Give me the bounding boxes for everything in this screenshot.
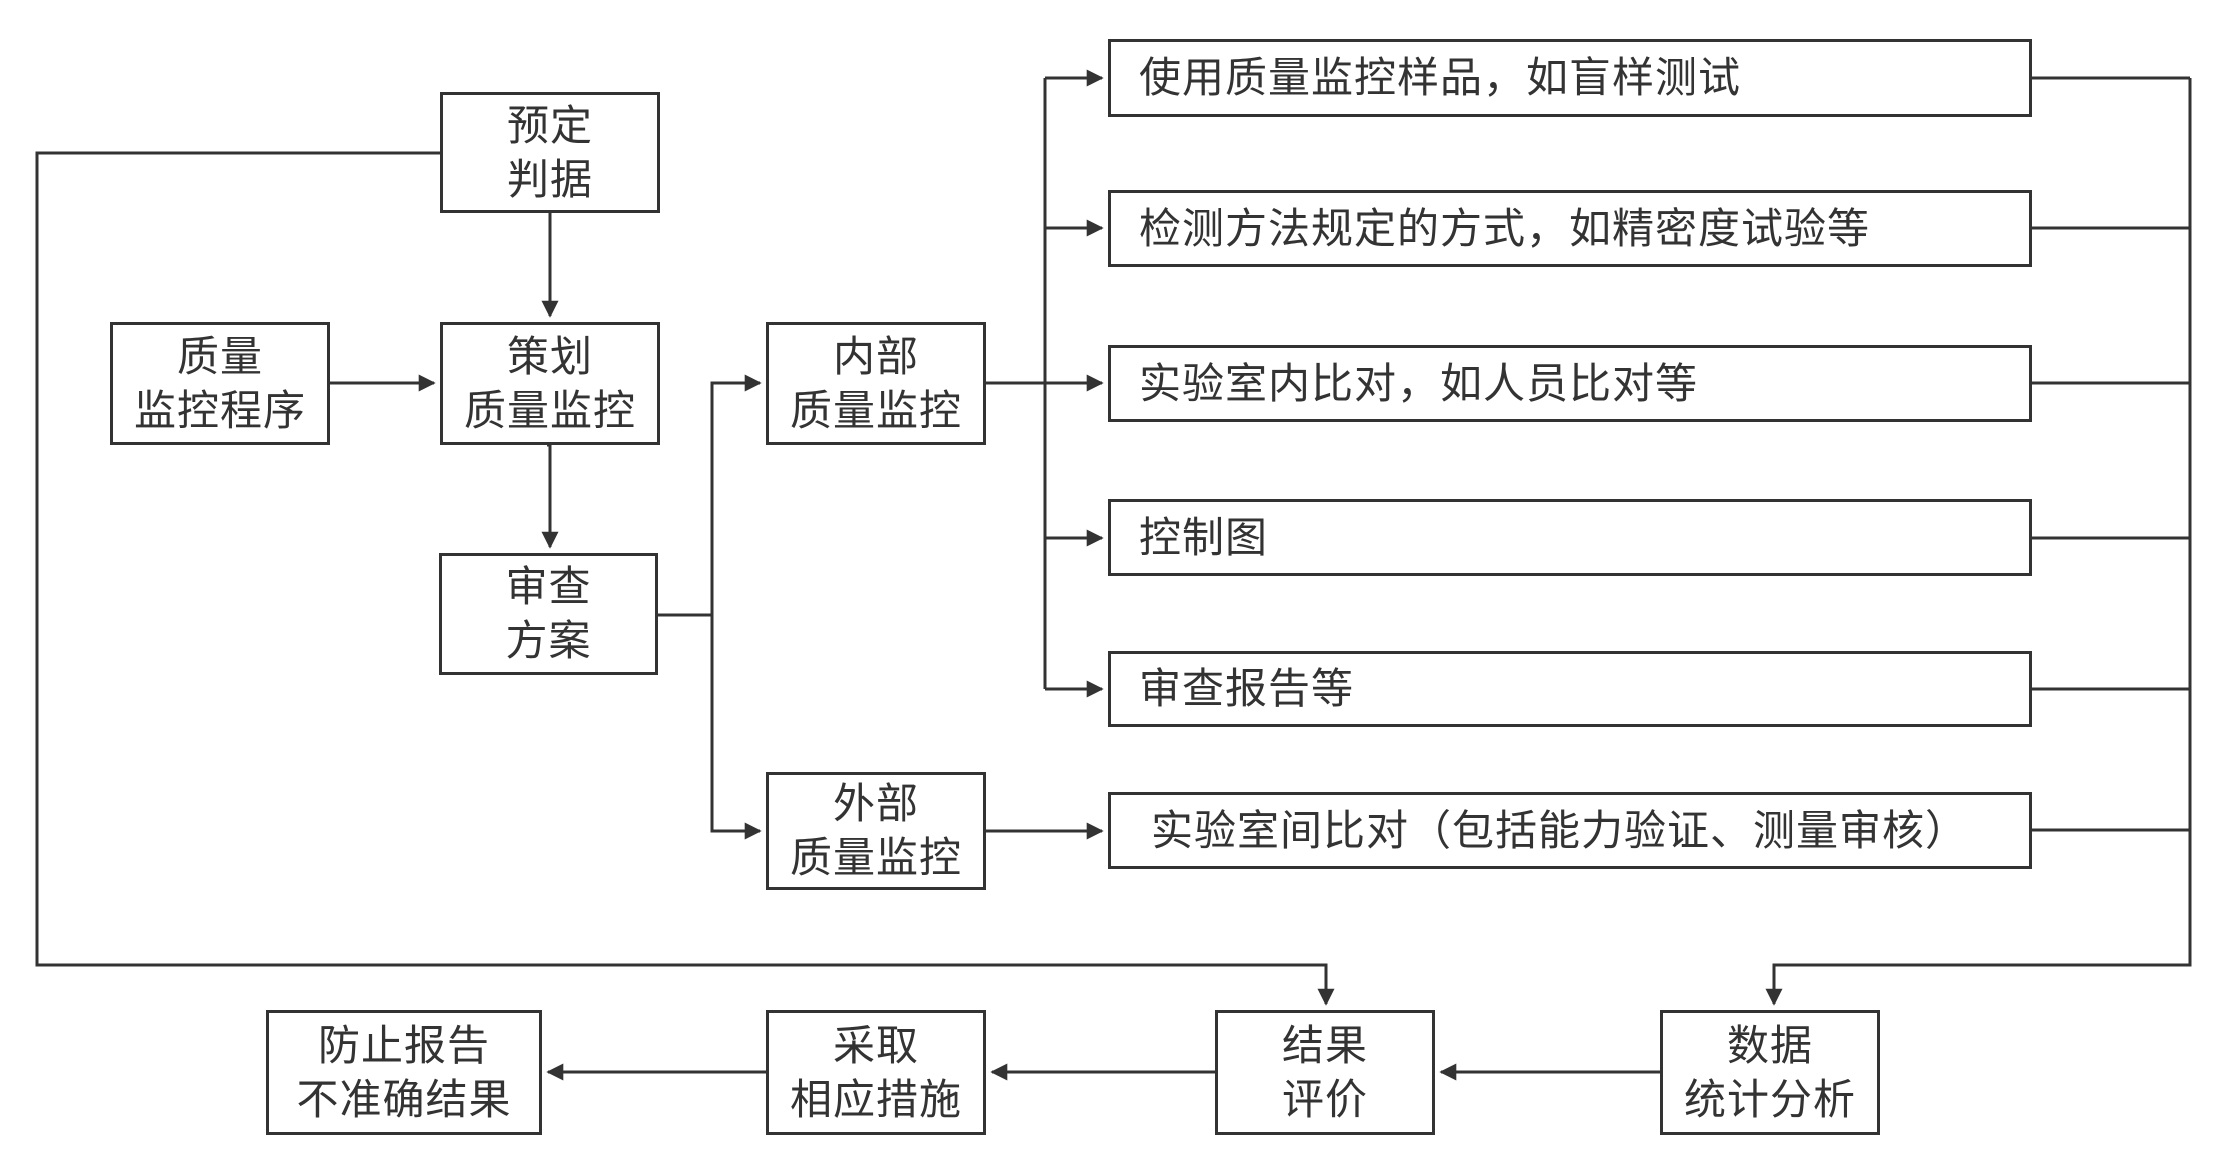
node-quality-monitoring-program: 质量 监控程序	[110, 322, 330, 445]
node-label-line: 判据	[506, 155, 593, 203]
node-label-line: 质量	[176, 332, 263, 380]
node-external-quality-monitoring: 外部 质量监控	[766, 772, 986, 890]
node-take-measures: 采取 相应措施	[766, 1010, 986, 1135]
node-label-line: 质量监控	[789, 834, 962, 881]
node-plan-quality-monitoring: 策划 质量监控	[440, 322, 660, 445]
node-method-blind-sample-testing: 使用质量监控样品，如盲样测试	[1108, 39, 2032, 117]
node-label-line: 内部	[832, 332, 919, 380]
connector-collector-to-stats	[1765, 78, 2192, 1006]
connector-review-to-internal	[658, 374, 762, 617]
node-label-line: 评价	[1281, 1075, 1368, 1123]
node-method-intralab-comparison: 实验室内比对，如人员比对等	[1108, 345, 2032, 422]
node-label-line: 数据	[1726, 1021, 1813, 1069]
node-internal-quality-monitoring: 内部 质量监控	[766, 322, 986, 445]
node-label-line: 审查	[505, 563, 592, 611]
node-label-line: 采取	[832, 1021, 919, 1069]
node-label-line: 控制图	[1139, 513, 1269, 561]
node-method-review-reports: 审查报告等	[1108, 651, 2032, 727]
connector-criteria-to-evaluate	[35, 151, 1335, 1006]
node-label-line: 使用质量监控样品，如盲样测试	[1139, 54, 1742, 102]
node-method-precision-test: 检测方法规定的方式，如精密度试验等	[1108, 190, 2032, 267]
node-data-statistical-analysis: 数据 统计分析	[1660, 1010, 1880, 1135]
node-review-plan: 审查 方案	[439, 553, 658, 675]
node-predetermined-criteria: 预定 判据	[440, 92, 660, 213]
node-label-line: 策划	[506, 332, 593, 380]
node-label-line: 实验室内比对，如人员比对等	[1139, 359, 1699, 407]
node-label-line: 检测方法规定的方式，如精密度试验等	[1139, 204, 1871, 252]
node-label-line: 监控程序	[133, 386, 306, 434]
node-label-line: 审查报告等	[1139, 665, 1355, 713]
node-method-control-chart: 控制图	[1108, 499, 2032, 576]
node-label-line: 质量监控	[789, 386, 962, 434]
node-prevent-inaccurate-results: 防止报告 不准确结果	[266, 1010, 542, 1135]
node-label-line: 统计分析	[1683, 1075, 1856, 1123]
node-label-line: 质量监控	[463, 386, 636, 434]
node-label-line: 外部	[832, 780, 919, 828]
connector-review-to-external	[710, 615, 762, 840]
node-label-line: 预定	[506, 101, 593, 149]
node-label-line: 结果	[1281, 1021, 1368, 1069]
node-label-line: 相应措施	[789, 1075, 962, 1123]
node-result-evaluation: 结果 评价	[1215, 1010, 1435, 1135]
node-label-line: 实验室间比对（包括能力验证、测量审核）	[1151, 806, 1969, 854]
node-method-interlab-comparison: 实验室间比对（包括能力验证、测量审核）	[1108, 792, 2032, 869]
node-label-line: 不准确结果	[296, 1075, 512, 1123]
node-label-line: 防止报告	[317, 1021, 490, 1069]
node-label-line: 方案	[505, 617, 592, 664]
